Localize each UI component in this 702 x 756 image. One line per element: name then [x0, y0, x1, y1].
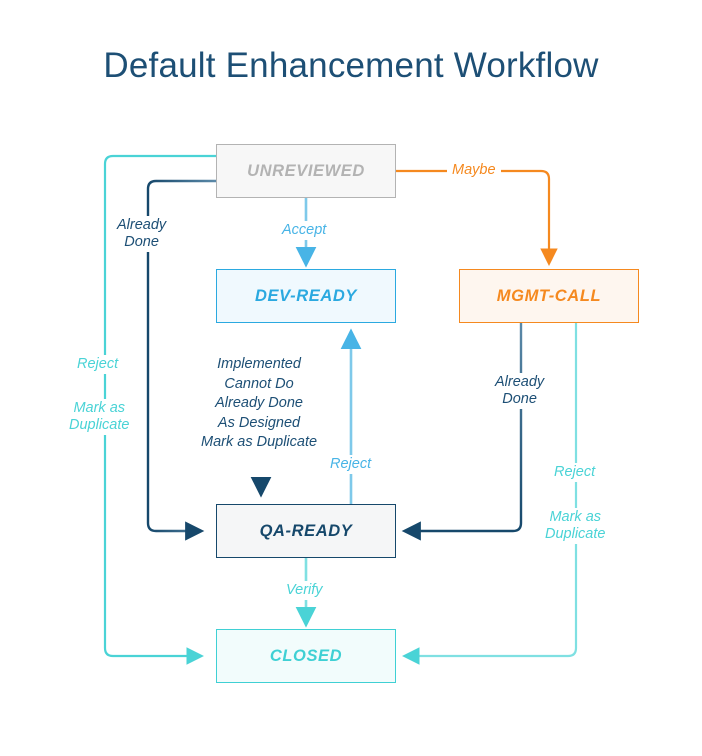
edge-label-reject-right: Reject	[549, 463, 601, 482]
edge-label-dev-to-qa-transitions: Implemented Cannot Do Already Done As De…	[196, 354, 323, 454]
edge-maybe	[396, 169, 558, 266]
node-mgmt-call-label: MGMT-CALL	[496, 286, 602, 305]
node-dev-ready[interactable]: DEV-READY	[216, 269, 396, 323]
node-qa-ready-label: QA-READY	[259, 521, 353, 540]
edge-label-reject-middle: Reject	[325, 455, 377, 474]
page-title: Default Enhancement Workflow	[103, 46, 599, 85]
edge-label-already-done-right: Already Done	[490, 373, 550, 409]
node-closed-label: CLOSED	[269, 646, 343, 665]
edge-reject-markdup-right	[402, 323, 578, 665]
edge-already-done-right	[401, 323, 523, 541]
edge-label-maybe: Maybe	[447, 161, 501, 180]
edge-already-done-left	[146, 179, 216, 541]
node-qa-ready[interactable]: QA-READY	[216, 504, 396, 558]
node-mgmt-call[interactable]: MGMT-CALL	[459, 269, 639, 323]
edge-label-already-done-left: Already Done	[112, 216, 172, 252]
node-dev-ready-label: DEV-READY	[255, 286, 357, 305]
node-unreviewed-label: UNREVIEWED	[247, 161, 365, 180]
node-closed[interactable]: CLOSED	[216, 629, 396, 683]
edge-label-accept: Accept	[277, 221, 332, 240]
edge-label-reject-left: Reject	[72, 355, 124, 374]
edge-label-mark-as-duplicate-left: Mark as Duplicate	[64, 399, 135, 435]
edge-label-verify: Verify	[281, 581, 328, 600]
node-unreviewed[interactable]: UNREVIEWED	[216, 144, 396, 198]
edge-label-mark-as-duplicate-right: Mark as Duplicate	[540, 508, 611, 544]
